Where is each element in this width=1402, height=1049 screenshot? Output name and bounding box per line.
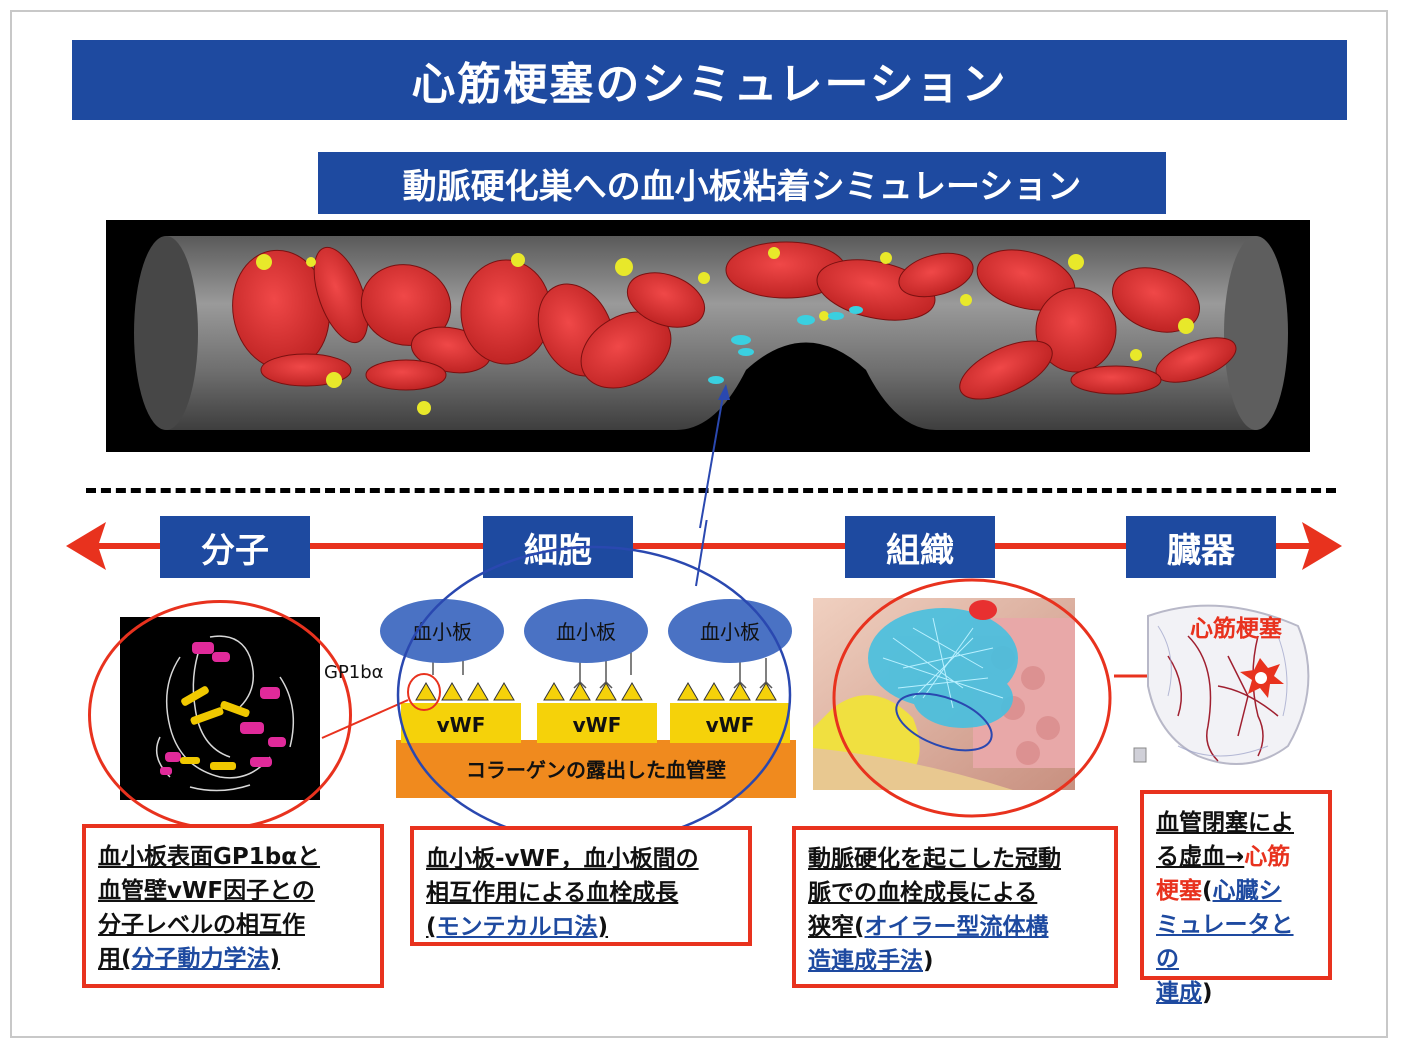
organ-desc-line-1: 血管閉塞によ	[1156, 806, 1316, 840]
molecule-highlight-circle	[88, 600, 352, 830]
scale-label-molecule: 分子	[160, 516, 310, 578]
platelet-label-3: 血小板	[700, 620, 760, 644]
euler-fsi-link-part2[interactable]: 造連成手法	[808, 948, 923, 974]
tissue-desc-line-1: 動脈硬化を起こした冠動	[808, 842, 1102, 876]
tissue-desc-suffix: )	[923, 948, 934, 974]
slide-title: 心筋梗塞のシミュレーション	[72, 40, 1347, 120]
organ-desc-line-4: ミュレータとの	[1156, 908, 1316, 976]
scale-label-organ: 臓器	[1126, 516, 1276, 578]
heart-simulator-link-part3[interactable]: 連成	[1156, 980, 1202, 1006]
myocardial-infarction-label: 心筋梗塞	[1190, 615, 1282, 642]
monte-carlo-link[interactable]: モンテカルロ法	[437, 914, 598, 940]
molecular-dynamics-link[interactable]: 分子動力学法	[132, 946, 270, 972]
vwf-label-1: vWF	[437, 713, 486, 737]
tissue-desc-line-2: 脈での血栓成長による	[808, 876, 1102, 910]
gp1b-label: GP1bα	[324, 662, 384, 683]
cell-description-box: 血小板-vWF，血小板間の 相互作用による血栓成長 (モンテカルロ法)	[410, 826, 752, 946]
vwf-label-3: vWF	[706, 713, 755, 737]
molecule-desc-line-2: 血管壁vWF因子との	[98, 874, 368, 908]
molecule-description-box: 血小板表面GP1bαと 血管壁vWF因子との 分子レベルの相互作 用(分子動力学…	[82, 824, 384, 988]
tissue-desc-prefix: 狭窄(	[808, 914, 865, 940]
organ-desc-suffix: )	[1202, 980, 1213, 1006]
cell-desc-suffix: )	[598, 914, 609, 940]
tissue-description-box: 動脈硬化を起こした冠動 脈での血栓成長による 狭窄(オイラー型流体構 造連成手法…	[792, 826, 1118, 988]
platelet-label-2: 血小板	[556, 620, 616, 644]
molecule-desc-line-4: 用(分子動力学法)	[98, 942, 368, 976]
molecule-desc-line-1: 血小板表面GP1bαと	[98, 840, 368, 874]
heart-simulator-link-part2[interactable]: ミュレータとの	[1156, 912, 1294, 972]
organ-desc-line-2: る虚血→心筋	[1156, 840, 1316, 874]
cell-desc-prefix: (	[426, 914, 437, 940]
cell-desc-line-1: 血小板-vWF，血小板間の	[426, 842, 736, 876]
molecule-desc-line-3: 分子レベルの相互作	[98, 908, 368, 942]
scale-label-tissue: 組織	[845, 516, 995, 578]
organ-description-box: 血管閉塞によ る虚血→心筋 梗塞(心臓シ ミュレータとの 連成)	[1140, 790, 1332, 980]
molecule-desc-prefix: 用(	[98, 946, 132, 972]
collagen-label: コラーゲンの露出した血管壁	[466, 758, 726, 782]
tissue-desc-line-4: 造連成手法)	[808, 944, 1102, 978]
molecule-link-line	[322, 700, 408, 738]
organ-desc-paren-open: (	[1202, 878, 1213, 904]
euler-fsi-link-part1[interactable]: オイラー型流体構	[865, 914, 1049, 940]
organ-desc-prefix: る虚血→	[1156, 844, 1244, 870]
platelet-adhesion-diagram: コラーゲンの露出した血管壁 vWF vWF vWF 血小板 血小板 血小板 GP…	[318, 520, 808, 850]
arrow-to-vessel-icon	[690, 380, 750, 530]
small-figure-icon	[1134, 748, 1146, 762]
cell-desc-line-3: (モンテカルロ法)	[426, 910, 736, 944]
heart-image: 心筋梗塞	[1108, 596, 1328, 776]
tissue-desc-line-3: 狭窄(オイラー型流体構	[808, 910, 1102, 944]
cell-desc-line-2: 相互作用による血栓成長	[426, 876, 736, 910]
tissue-highlight-circle	[822, 574, 1122, 824]
organ-desc-red-1: 心筋	[1244, 844, 1290, 870]
vwf-label-2: vWF	[573, 713, 622, 737]
organ-desc-red-2: 梗塞	[1156, 878, 1202, 904]
molecule-desc-suffix: )	[270, 946, 281, 972]
organ-desc-line-3: 梗塞(心臓シ	[1156, 874, 1316, 908]
organ-desc-line-5: 連成)	[1156, 976, 1316, 1010]
simulation-subtitle: 動脈硬化巣への血小板粘着シミュレーション	[318, 152, 1166, 214]
heart-simulator-link-part1[interactable]: 心臓シ	[1213, 878, 1282, 904]
